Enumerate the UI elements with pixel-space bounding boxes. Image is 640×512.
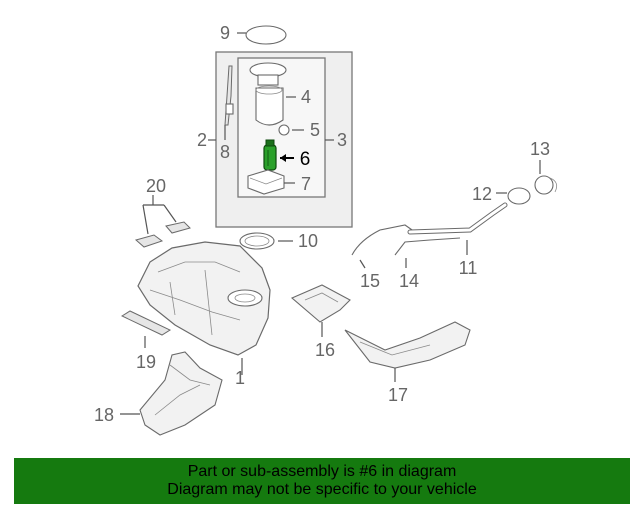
part-20-pads[interactable] bbox=[134, 195, 191, 248]
callout-16: 16 bbox=[315, 340, 335, 360]
part-6-fuel-pump[interactable] bbox=[263, 139, 294, 171]
callout-5: 5 bbox=[310, 120, 320, 140]
part-10-lock-ring[interactable] bbox=[239, 232, 293, 250]
callout-17: 17 bbox=[388, 385, 408, 405]
callout-6: 6 bbox=[300, 149, 311, 170]
callout-4: 4 bbox=[301, 87, 311, 107]
part-info-banner: Part or sub-assembly is #6 in diagram Di… bbox=[14, 458, 630, 504]
callout-10: 10 bbox=[298, 231, 318, 251]
part-7-filter[interactable] bbox=[247, 169, 295, 195]
callout-2: 2 bbox=[197, 130, 207, 150]
callout-1: 1 bbox=[235, 368, 245, 388]
callout-19: 19 bbox=[136, 352, 156, 372]
part-13-fuel-cap[interactable] bbox=[534, 160, 558, 195]
callout-12: 12 bbox=[472, 184, 492, 204]
banner-line-disclaimer: Diagram may not be specific to your vehi… bbox=[167, 481, 477, 498]
part-1-fuel-tank[interactable] bbox=[137, 241, 271, 375]
part-8-sender-arm[interactable] bbox=[224, 65, 234, 140]
part-18-heat-shield[interactable] bbox=[120, 351, 223, 436]
part-9-gasket-ring[interactable] bbox=[237, 25, 287, 45]
banner-line-part-number: Part or sub-assembly is #6 in diagram bbox=[187, 463, 457, 480]
callout-7: 7 bbox=[301, 174, 311, 194]
callout-9: 9 bbox=[220, 23, 230, 43]
part-17-shield[interactable] bbox=[344, 321, 471, 382]
callout-13: 13 bbox=[530, 139, 550, 159]
part-19-pad[interactable] bbox=[120, 310, 172, 348]
part-14-vent-line[interactable] bbox=[394, 237, 461, 268]
part-11-filler-neck[interactable] bbox=[407, 202, 508, 255]
part-12-cap-housing[interactable] bbox=[496, 187, 531, 205]
part-4-pump-module[interactable] bbox=[249, 62, 296, 126]
callout-3: 3 bbox=[337, 130, 347, 150]
part-5-clip[interactable] bbox=[278, 124, 304, 136]
callout-14: 14 bbox=[399, 271, 419, 291]
callout-15: 15 bbox=[360, 271, 380, 291]
part-16-bracket[interactable] bbox=[290, 284, 351, 337]
callout-8: 8 bbox=[220, 142, 230, 162]
callout-20: 20 bbox=[146, 176, 166, 196]
exploded-parts-diagram: 1 2 3 4 5 6 7 8 9 10 11 12 13 14 15 16 1… bbox=[94, 23, 558, 436]
callout-11: 11 bbox=[459, 258, 478, 278]
callout-18: 18 bbox=[94, 405, 114, 425]
part-15-vent-hose[interactable] bbox=[351, 224, 416, 269]
